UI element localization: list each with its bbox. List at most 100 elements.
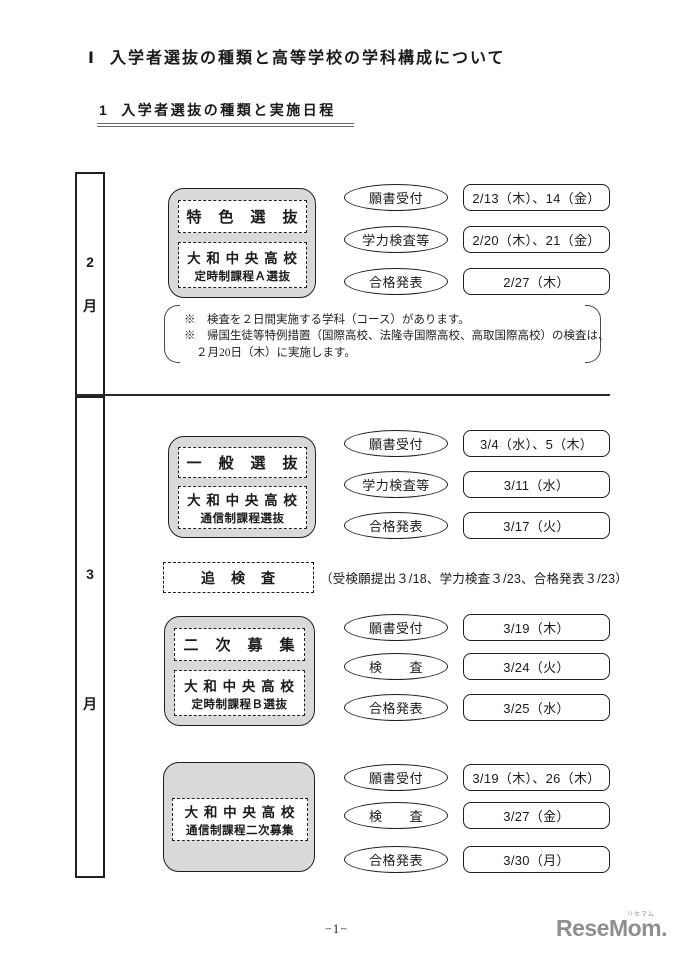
date-value: 3/4（水）、5（木） xyxy=(479,437,594,452)
logo-ruby-text: リセマム xyxy=(626,912,655,918)
feb-row-application: 願書受付 2/13（木）、14（金） xyxy=(344,184,610,211)
date-box: 3/11（水） xyxy=(463,471,610,498)
resit-schedule-note: （受検願提出３/18、学力検査３/23、合格発表３/23） xyxy=(320,562,628,593)
mar-second-type-box: 二 次 募 集 xyxy=(174,628,305,661)
step-label: 願書受付 xyxy=(368,621,423,636)
mar-correspondence-group: 大 和 中 央 高 校 通信制課程二次募集 xyxy=(163,762,315,872)
date-value: 3/25（水） xyxy=(503,701,570,716)
step-oval: 学力検査等 xyxy=(344,471,448,498)
mar-corr-row-exam: 検 査 3/27（金） xyxy=(344,802,610,829)
page-title: Ⅰ 入学者選抜の種類と高等学校の学科構成について xyxy=(88,44,505,68)
step-oval: 願書受付 xyxy=(344,430,448,457)
step-label: 願書受付 xyxy=(368,191,423,206)
mar-second-row-results: 合格発表 3/25（水） xyxy=(344,694,610,721)
step-oval: 学力検査等 xyxy=(344,226,448,253)
mar-general-course-name: 通信制課程選抜 xyxy=(200,513,285,525)
step-label: 合格発表 xyxy=(368,275,423,290)
date-value: 3/17（火） xyxy=(503,519,570,534)
mar-general-school-name: 大 和 中 央 高 校 xyxy=(187,493,298,508)
section-heading-text: 入学者選抜の種類と実施日程 xyxy=(121,102,336,118)
mar-second-course-name: 定時制課程Ｂ選抜 xyxy=(191,698,288,711)
date-box: 2/20（木）、21（金） xyxy=(463,226,610,253)
feb-selection-group: 特 色 選 抜 大 和 中 央 高 校 定時制課程Ａ選抜 xyxy=(168,188,316,298)
month-char-mar: 月 xyxy=(83,696,97,712)
date-box: 2/13（木）、14（金） xyxy=(463,184,610,211)
step-oval: 検 査 xyxy=(344,802,448,829)
feb-note-box: ※ 検査を２日間実施する学科（コース）があります。 ※ 帰国生徒等特例措置（国際… xyxy=(164,305,610,363)
feb-row-exam: 学力検査等 2/20（木）、21（金） xyxy=(344,226,610,253)
mar-second-label: 二 次 募 集 xyxy=(183,637,296,654)
date-value: 2/13（木）、14（金） xyxy=(472,191,601,206)
date-box: 3/19（木）、26（木） xyxy=(463,764,610,791)
step-label: 合格発表 xyxy=(368,701,423,716)
date-value: 3/19（木） xyxy=(503,621,570,636)
mar-second-group: 二 次 募 集 大 和 中 央 高 校 定時制課程Ｂ選抜 xyxy=(164,616,315,726)
date-box: 3/25（水） xyxy=(463,694,610,721)
step-oval: 合格発表 xyxy=(344,694,448,721)
date-box: 3/30（月） xyxy=(463,846,610,873)
date-value: 2/27（木） xyxy=(503,275,570,290)
month-digit-feb: 2 xyxy=(86,254,94,270)
date-box: 3/17（火） xyxy=(463,512,610,539)
section-heading: 1 入学者選抜の種類と実施日程 xyxy=(97,100,354,127)
section-number: 1 xyxy=(99,102,110,118)
step-label: 検 査 xyxy=(368,809,423,824)
step-label: 願書受付 xyxy=(368,437,423,452)
month-digit-mar: 3 xyxy=(86,566,94,582)
mar-corr-row-results: 合格発表 3/30（月） xyxy=(344,846,610,873)
step-label: 検 査 xyxy=(368,660,423,675)
date-value: 3/24（火） xyxy=(503,660,570,675)
month-char-feb: 月 xyxy=(83,298,97,314)
date-value: 2/20（木）、21（金） xyxy=(472,233,601,248)
mar-general-school-box: 大 和 中 央 高 校 通信制課程選抜 xyxy=(178,486,307,529)
timeline-bar-march: 3 月 xyxy=(75,396,105,878)
note-line-2: ※ 帰国生徒等特例措置（国際高校、法隆寺国際高校、高取国際高校）の検査は、 xyxy=(184,330,610,343)
feb-course-name: 定時制課程Ａ選抜 xyxy=(194,270,291,283)
month-divider-line xyxy=(75,394,610,397)
mar-general-type-box: 一 般 選 抜 xyxy=(178,447,307,478)
date-value: 3/11（水） xyxy=(503,478,570,493)
mar-general-group: 一 般 選 抜 大 和 中 央 高 校 通信制課程選抜 xyxy=(168,436,316,538)
feb-selection-type-box: 特 色 選 抜 xyxy=(178,200,307,233)
logo-text: ReseMom. xyxy=(555,915,668,941)
note-line-3: ２月20日（木）に実施します。 xyxy=(196,346,356,359)
date-value: 3/30（月） xyxy=(503,853,570,868)
date-box: 3/27（金） xyxy=(463,802,610,829)
step-oval: 願書受付 xyxy=(344,614,448,641)
step-oval: 願書受付 xyxy=(344,184,448,211)
mar-second-school-box: 大 和 中 央 高 校 定時制課程Ｂ選抜 xyxy=(174,670,305,716)
feb-row-results: 合格発表 2/27（木） xyxy=(344,268,610,295)
date-value: 3/19（木）、26（木） xyxy=(472,771,601,786)
step-oval: 検 査 xyxy=(344,653,448,680)
step-label: 合格発表 xyxy=(368,519,423,534)
step-label: 願書受付 xyxy=(368,771,423,786)
mar-second-school-name: 大 和 中 央 高 校 xyxy=(184,678,295,694)
step-label: 合格発表 xyxy=(368,853,423,868)
mar-correspondence-course-name: 通信制課程二次募集 xyxy=(186,825,294,837)
mar-corr-row-application: 願書受付 3/19（木）、26（木） xyxy=(344,764,610,791)
page-title-text: 入学者選抜の種類と高等学校の学科構成について xyxy=(109,50,506,67)
step-oval: 合格発表 xyxy=(344,512,448,539)
date-box: 2/27（木） xyxy=(463,268,610,295)
date-value: 3/27（金） xyxy=(503,809,570,824)
mar-second-row-exam: 検 査 3/24（火） xyxy=(344,653,610,680)
step-oval: 願書受付 xyxy=(344,764,448,791)
step-label: 学力検査等 xyxy=(362,478,430,493)
page-title-number: Ⅰ xyxy=(88,50,96,67)
mar-general-label: 一 般 選 抜 xyxy=(186,455,299,472)
mar-general-row-exam: 学力検査等 3/11（水） xyxy=(344,471,610,498)
resemom-logo: リセマム ReseMom. xyxy=(555,912,668,944)
note-line-1: ※ 検査を２日間実施する学科（コース）があります。 xyxy=(184,314,470,326)
date-box: 3/24（火） xyxy=(463,653,610,680)
feb-selection-label: 特 色 選 抜 xyxy=(186,209,299,226)
mar-general-row-results: 合格発表 3/17（火） xyxy=(344,512,610,539)
date-box: 3/4（水）、5（木） xyxy=(463,430,610,457)
mar-second-row-application: 願書受付 3/19（木） xyxy=(344,614,610,641)
resit-note-text: （受検願提出３/18、学力検査３/23、合格発表３/23） xyxy=(320,572,628,586)
step-oval: 合格発表 xyxy=(344,846,448,873)
timeline-bar-february: 2 月 xyxy=(75,172,105,396)
date-box: 3/19（木） xyxy=(463,614,610,641)
step-label: 学力検査等 xyxy=(362,233,430,248)
feb-school-name: 大 和 中 央 高 校 xyxy=(187,250,298,266)
mar-general-row-application: 願書受付 3/4（水）、5（木） xyxy=(344,430,610,457)
